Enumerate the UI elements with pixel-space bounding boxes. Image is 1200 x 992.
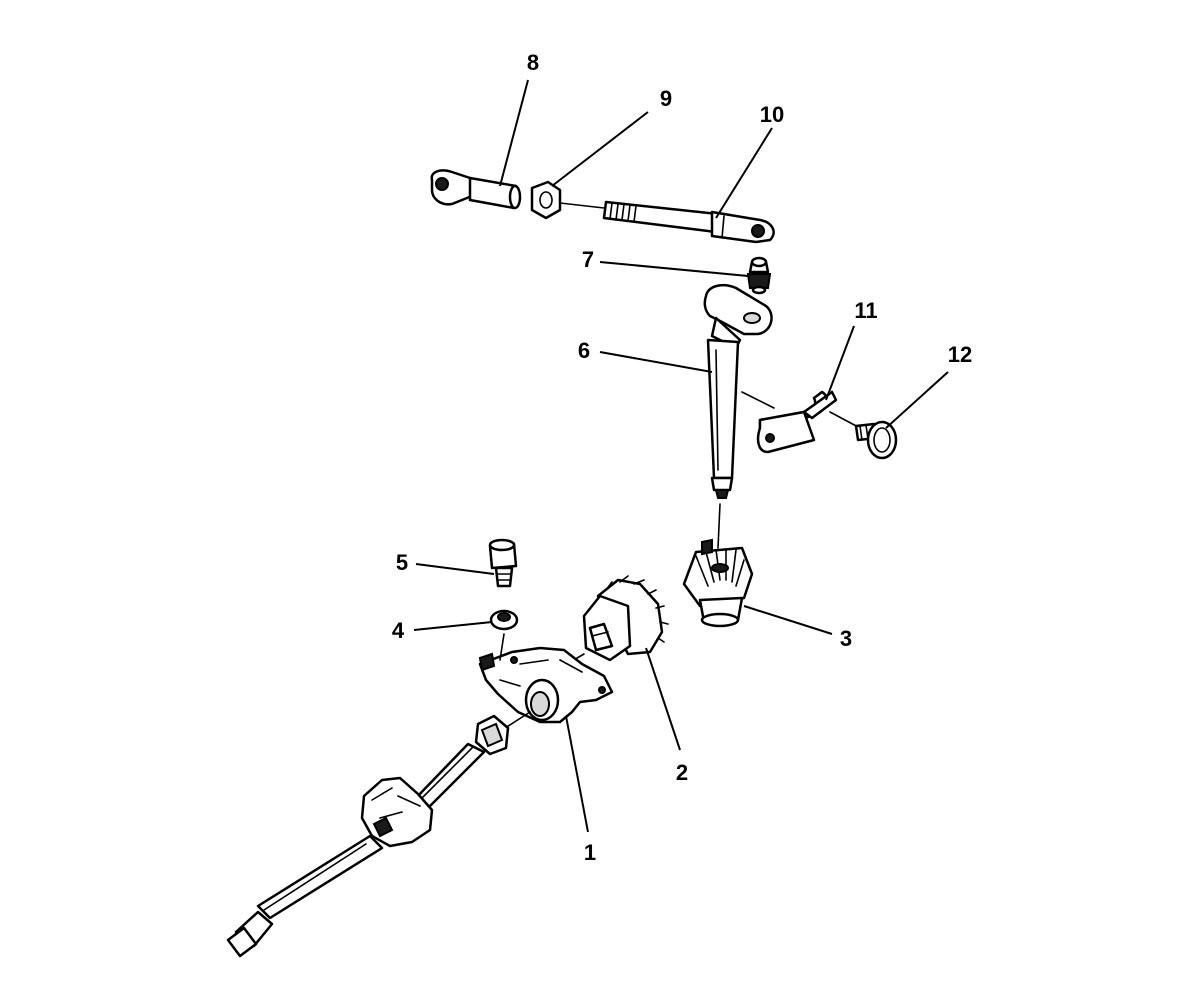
part-7-stud xyxy=(746,256,772,295)
part-3-bevel-gear xyxy=(682,538,754,628)
leader-10 xyxy=(715,127,773,219)
leader-2 xyxy=(645,647,681,751)
steering-shaft-assembly xyxy=(226,714,510,958)
leader-12 xyxy=(885,371,949,429)
part-1-bracket-housing xyxy=(478,646,614,724)
callout-6: 6 xyxy=(578,338,590,363)
leader-3 xyxy=(743,605,833,635)
part-10-threaded-rod xyxy=(602,200,775,244)
callout-8: 8 xyxy=(527,50,539,75)
part-6-lever-shaft xyxy=(703,284,773,499)
part-2-gear-hub xyxy=(582,575,669,662)
leader-4 xyxy=(413,621,493,631)
leader-6 xyxy=(599,351,713,373)
leader-9 xyxy=(551,111,649,187)
callout-12: 12 xyxy=(948,342,972,367)
callout-3: 3 xyxy=(840,626,852,651)
part-11-clamp xyxy=(756,390,838,454)
callout-7: 7 xyxy=(582,247,594,272)
leader-5 xyxy=(415,563,495,575)
part-8-rod-end xyxy=(430,169,522,210)
leader-7 xyxy=(599,261,749,277)
callout-4: 4 xyxy=(392,618,405,643)
part-4-washer xyxy=(489,609,519,631)
leader-8 xyxy=(499,79,529,187)
part-12-bolt xyxy=(854,420,898,460)
leader-1 xyxy=(565,715,589,833)
callout-5: 5 xyxy=(396,550,408,575)
callout-2: 2 xyxy=(676,760,688,785)
part-9-nut xyxy=(530,180,562,220)
callout-10: 10 xyxy=(760,102,784,127)
callout-11: 11 xyxy=(854,298,877,323)
part-5-bolt xyxy=(488,538,518,588)
callout-1: 1 xyxy=(584,840,596,865)
leader-11 xyxy=(825,325,855,401)
callout-9: 9 xyxy=(660,86,672,111)
